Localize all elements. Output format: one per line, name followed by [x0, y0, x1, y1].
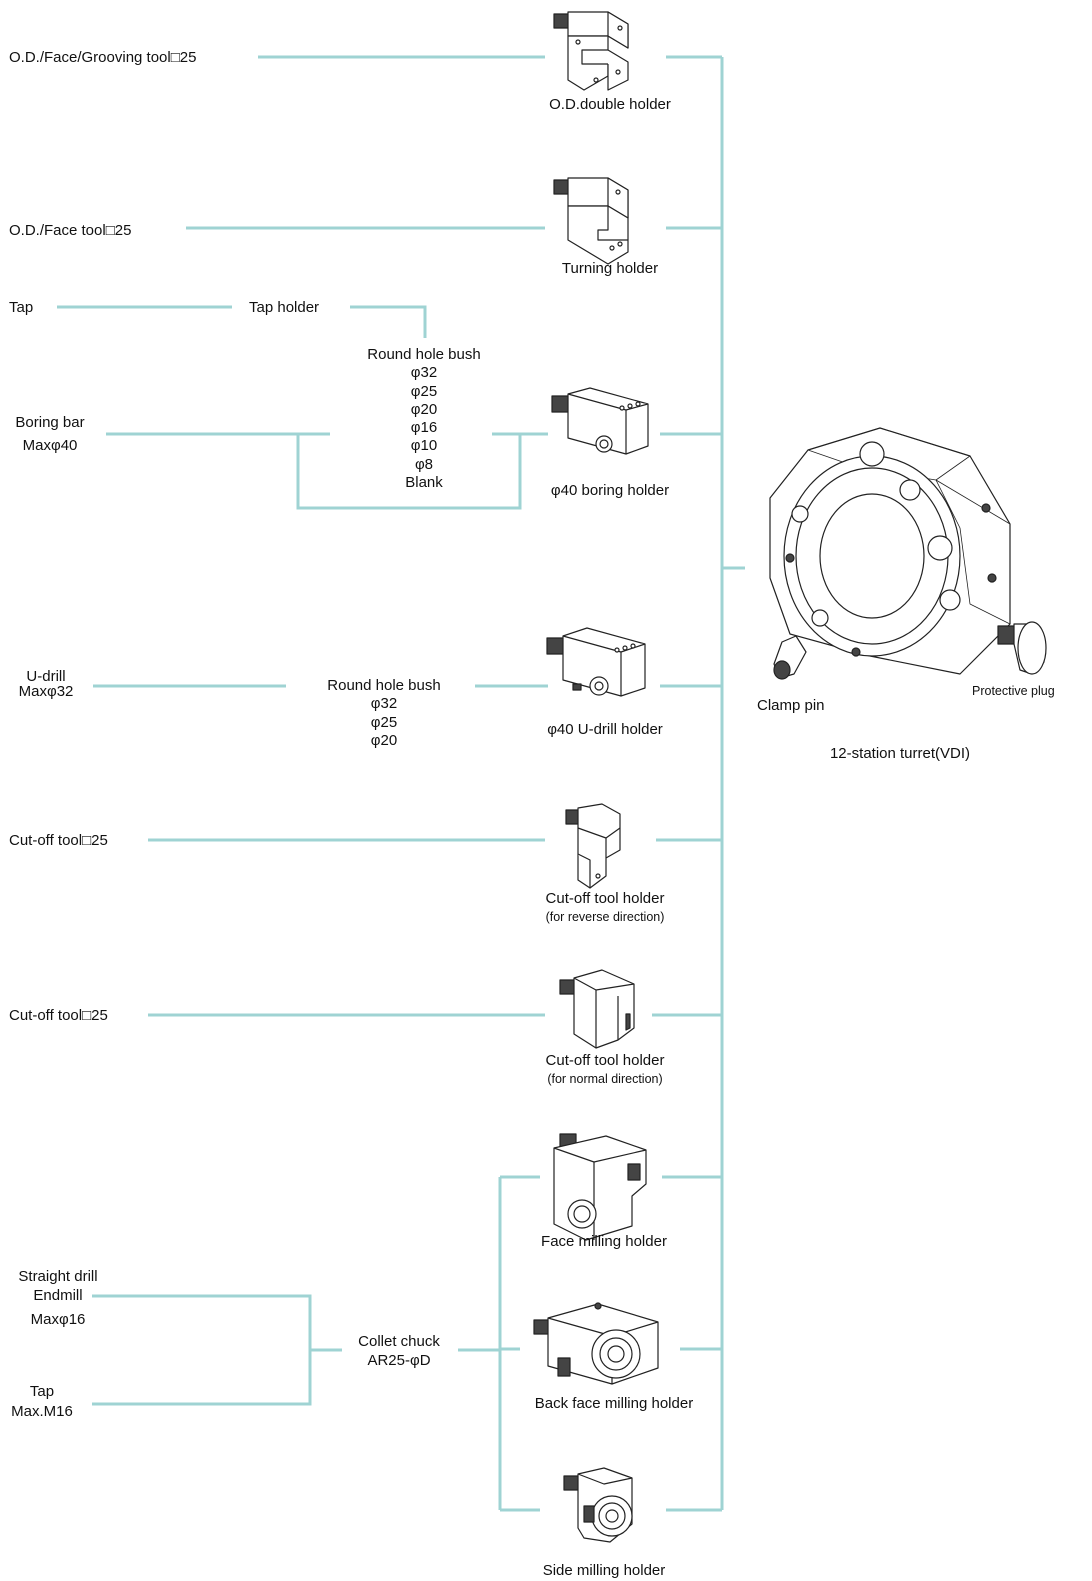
- endmill-label: Endmill: [33, 1287, 83, 1304]
- side-milling-holder-label: Side milling holder: [542, 1562, 666, 1579]
- side-milling-holder-icon: [563, 1467, 633, 1543]
- bush-item: Blank: [405, 474, 443, 492]
- max-m16-label: Max.M16: [11, 1403, 73, 1420]
- protective-plug-icon: [997, 621, 1047, 675]
- face-milling-holder-icon: [553, 1133, 647, 1241]
- bush-item: φ8: [414, 455, 434, 473]
- boring-holder-label: φ40 boring holder: [550, 482, 670, 499]
- cutoff-normal-holder-label: Cut-off tool holder: [545, 1052, 665, 1069]
- turret-title-label: 12-station turret(VDI): [829, 745, 971, 762]
- cutoff-tool-1-label: Cut-off tool□25: [9, 832, 108, 849]
- tap-holder-label: Tap holder: [249, 299, 320, 316]
- od-double-holder-icon: [553, 11, 629, 91]
- tap-holder-line: [350, 305, 427, 338]
- bush-item: φ16: [410, 419, 438, 437]
- cutoff-reverse-holder-icon: [565, 803, 621, 889]
- turning-holder-icon: [553, 177, 629, 265]
- udrill-label: U-drill: [26, 668, 66, 685]
- od-face-grooving-tool-label: O.D./Face/Grooving tool□25: [9, 49, 197, 66]
- collet-chuck-label: Collet chuck: [358, 1333, 440, 1350]
- tap-2-label: Tap: [29, 1383, 55, 1400]
- clamp-pin-icon: [773, 635, 807, 680]
- cutoff-reverse-sub-label: (for reverse direction): [545, 910, 665, 924]
- bush-item: φ32: [370, 695, 398, 713]
- protective-plug-label: Protective plug: [972, 684, 1055, 698]
- bush-item: φ25: [410, 382, 438, 400]
- turret-icon: [769, 427, 1011, 675]
- back-face-milling-holder-label: Back face milling holder: [534, 1395, 694, 1412]
- cutoff-normal-holder-icon: [559, 969, 635, 1049]
- boring-holder-icon: [551, 387, 649, 455]
- od-face-tool-label: O.D./Face tool□25: [9, 222, 132, 239]
- boring-bush-list: Round hole bush φ32 φ25 φ20 φ16 φ10 φ8 B…: [340, 346, 508, 492]
- udrill-max-label: Maxφ32: [18, 683, 74, 700]
- bush-item: φ20: [370, 731, 398, 749]
- cutoff-normal-sub-label: (for normal direction): [547, 1072, 663, 1086]
- clamp-pin-label: Clamp pin: [757, 697, 825, 714]
- face-milling-holder-label: Face milling holder: [541, 1233, 667, 1250]
- udrill-bush-list: Round hole bush φ32 φ25 φ20: [298, 677, 470, 750]
- turning-holder-label: Turning holder: [561, 260, 659, 277]
- boring-bypass-line: [296, 434, 522, 510]
- udrill-holder-label: φ40 U-drill holder: [547, 721, 663, 738]
- max-16-label: Maxφ16: [30, 1311, 86, 1328]
- straight-drill-label: Straight drill: [18, 1268, 98, 1285]
- bush-item: φ32: [410, 364, 438, 382]
- bush-item: Round hole bush: [367, 346, 481, 363]
- bush-item: Round hole bush: [327, 677, 441, 694]
- boring-bar-max-label: Maxφ40: [22, 437, 78, 454]
- bush-item: φ25: [370, 713, 398, 731]
- tap-label: Tap: [9, 299, 34, 316]
- cutoff-reverse-holder-label: Cut-off tool holder: [545, 890, 665, 907]
- bush-item: φ10: [410, 437, 438, 455]
- od-double-holder-label: O.D.double holder: [549, 96, 671, 113]
- collet-spec-label: AR25-φD: [367, 1352, 431, 1369]
- cutoff-tool-2-label: Cut-off tool□25: [9, 1007, 108, 1024]
- udrill-holder-icon: [546, 627, 646, 697]
- bush-item: φ20: [410, 400, 438, 418]
- back-face-milling-holder-icon: [533, 1302, 659, 1385]
- boring-bar-label: Boring bar: [15, 414, 85, 431]
